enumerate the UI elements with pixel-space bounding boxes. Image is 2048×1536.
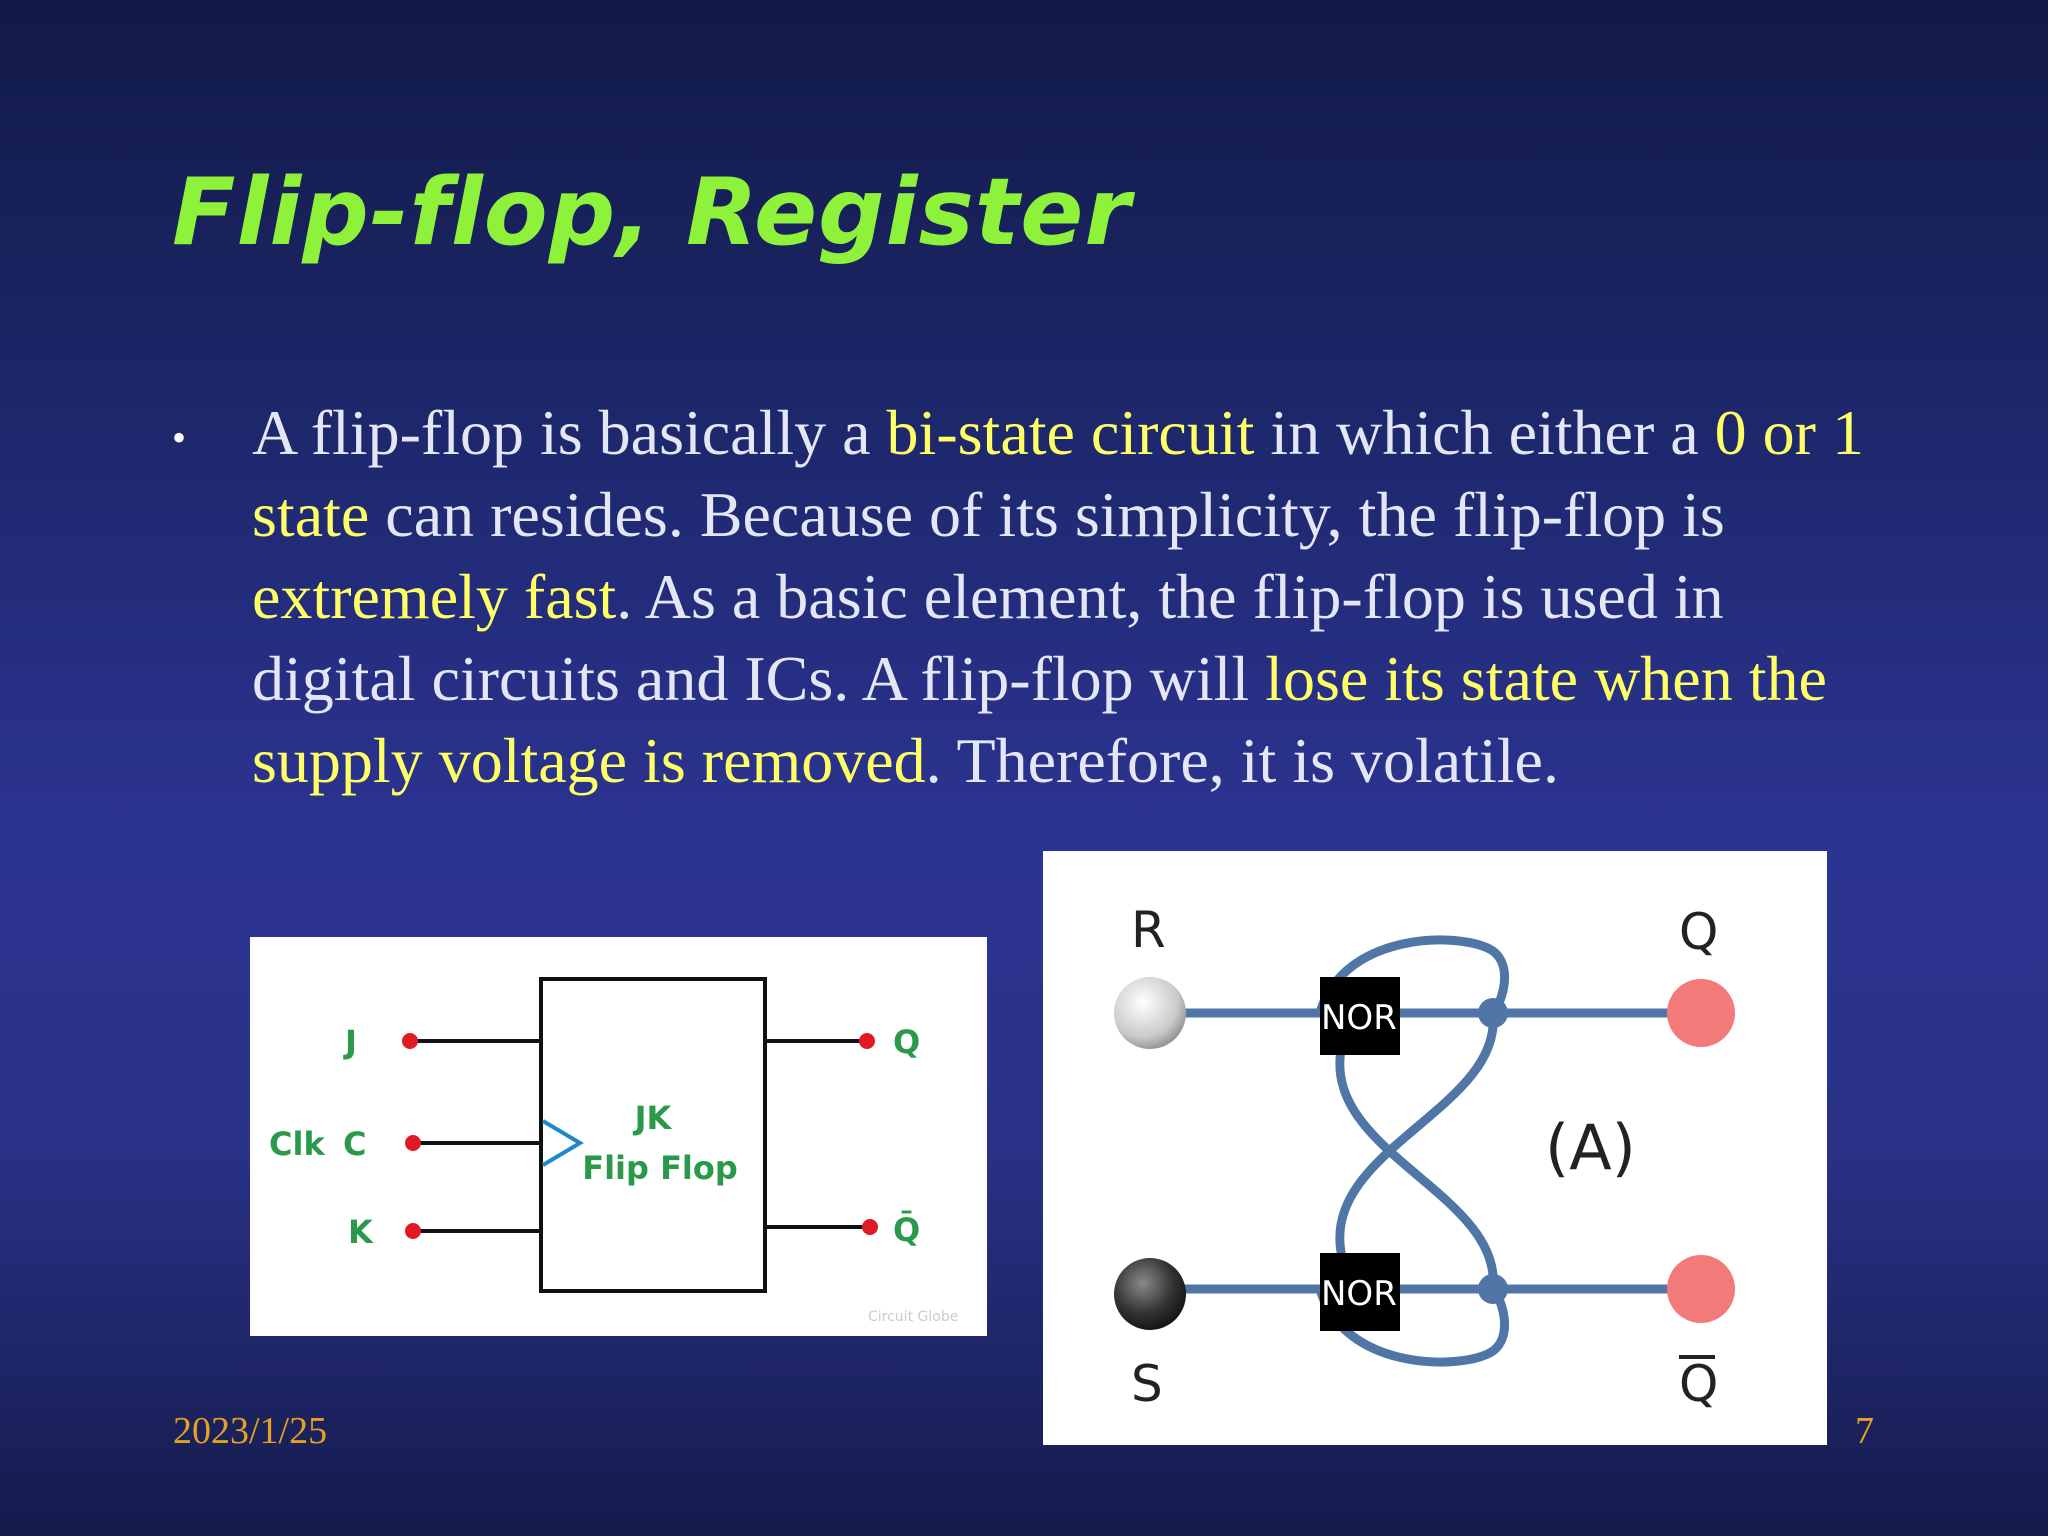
highlight-volatility: lose its state when the supply voltage i…	[252, 643, 1827, 796]
clock-triangle-icon	[541, 1119, 584, 1167]
highlight-state: 0 or 1 state	[252, 397, 1864, 550]
sr-latch-diagram: NOR NOR R S	[1043, 851, 1827, 1445]
nor-gate-top	[1320, 977, 1400, 1055]
highlight-bi-state-circuit: bi-state circuit	[886, 397, 1255, 468]
q-pin-dot	[859, 1033, 875, 1049]
qbar-junction	[1478, 1274, 1508, 1304]
bottom-gate-loop	[1315, 1284, 1510, 1367]
bullet-segment: can resides. Because of its simplicity, …	[369, 479, 1725, 550]
cross-wire-2	[1335, 1036, 1498, 1294]
top-gate-loop	[1315, 935, 1510, 1018]
j-label: J	[343, 1023, 357, 1061]
qbar-pin-dot	[862, 1219, 878, 1235]
nor-gate-bottom	[1320, 1253, 1400, 1331]
s-input-lamp-icon	[1114, 1258, 1186, 1330]
footer-date: 2023/1/25	[173, 1410, 328, 1452]
k-pin-dot	[405, 1223, 421, 1239]
bullet-dot: •	[172, 415, 187, 460]
jk-diagram-svg: J Clk C K Q Q̄ JK Flip Flop Circuit Glob…	[269, 977, 958, 1325]
bullet-text: A flip-flop is basically a bi-state circ…	[252, 392, 1872, 802]
page-number: 7	[1855, 1410, 1874, 1452]
jk-block	[539, 977, 767, 1293]
s-label: S	[1131, 1355, 1163, 1413]
jk-flip-flop-diagram: J Clk C K Q Q̄ JK Flip Flop Circuit Glob…	[250, 937, 987, 1336]
qbar-label: Q̄	[893, 1211, 920, 1249]
bullet-segment: . Therefore, it is volatile.	[925, 725, 1559, 796]
qbar-output-lamp-icon	[1667, 1255, 1735, 1323]
r-label: R	[1131, 901, 1166, 959]
clk-pin-dot	[405, 1135, 421, 1151]
k-label: K	[348, 1213, 374, 1251]
q-label: Q	[893, 1023, 920, 1061]
nor-top-label: NOR	[1321, 998, 1397, 1038]
watermark: Circuit Globe	[868, 1309, 958, 1325]
highlight-extremely-fast: extremely fast	[252, 561, 617, 632]
diagram-caption: (A)	[1545, 1111, 1636, 1184]
jk-block-label-1: JK	[633, 1099, 673, 1137]
cross-wire-1	[1335, 1008, 1498, 1266]
clk-label: Clk	[269, 1125, 325, 1163]
r-input-lamp-icon	[1114, 977, 1186, 1049]
slide-title: Flip-flop, Register	[172, 158, 1132, 266]
bullet-segment: A flip-flop is basically a	[252, 397, 887, 468]
bullet-segment: in which either a	[1254, 397, 1715, 468]
bullet-segment: . As a basic element, the flip-flop is u…	[252, 561, 1724, 714]
q-junction	[1478, 998, 1508, 1028]
q-label: Q	[1679, 903, 1718, 961]
jk-block-label-2: Flip Flop	[582, 1149, 738, 1187]
qbar-label: Q	[1679, 1355, 1718, 1413]
nor-bottom-label: NOR	[1321, 1274, 1397, 1314]
j-pin-dot	[402, 1033, 418, 1049]
c-label: C	[343, 1125, 366, 1163]
sr-diagram-svg: NOR NOR R S	[1114, 901, 1735, 1413]
q-output-lamp-icon	[1667, 979, 1735, 1047]
